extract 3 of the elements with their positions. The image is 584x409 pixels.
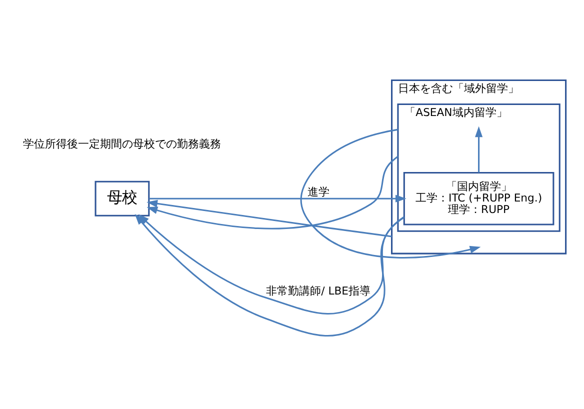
label: 学位所得後一定期間の母校での勤務義務 — [23, 136, 222, 150]
edge-label: 非常勤講師/ LBE指導 — [266, 284, 370, 298]
edge-label: 進学 — [307, 185, 330, 198]
